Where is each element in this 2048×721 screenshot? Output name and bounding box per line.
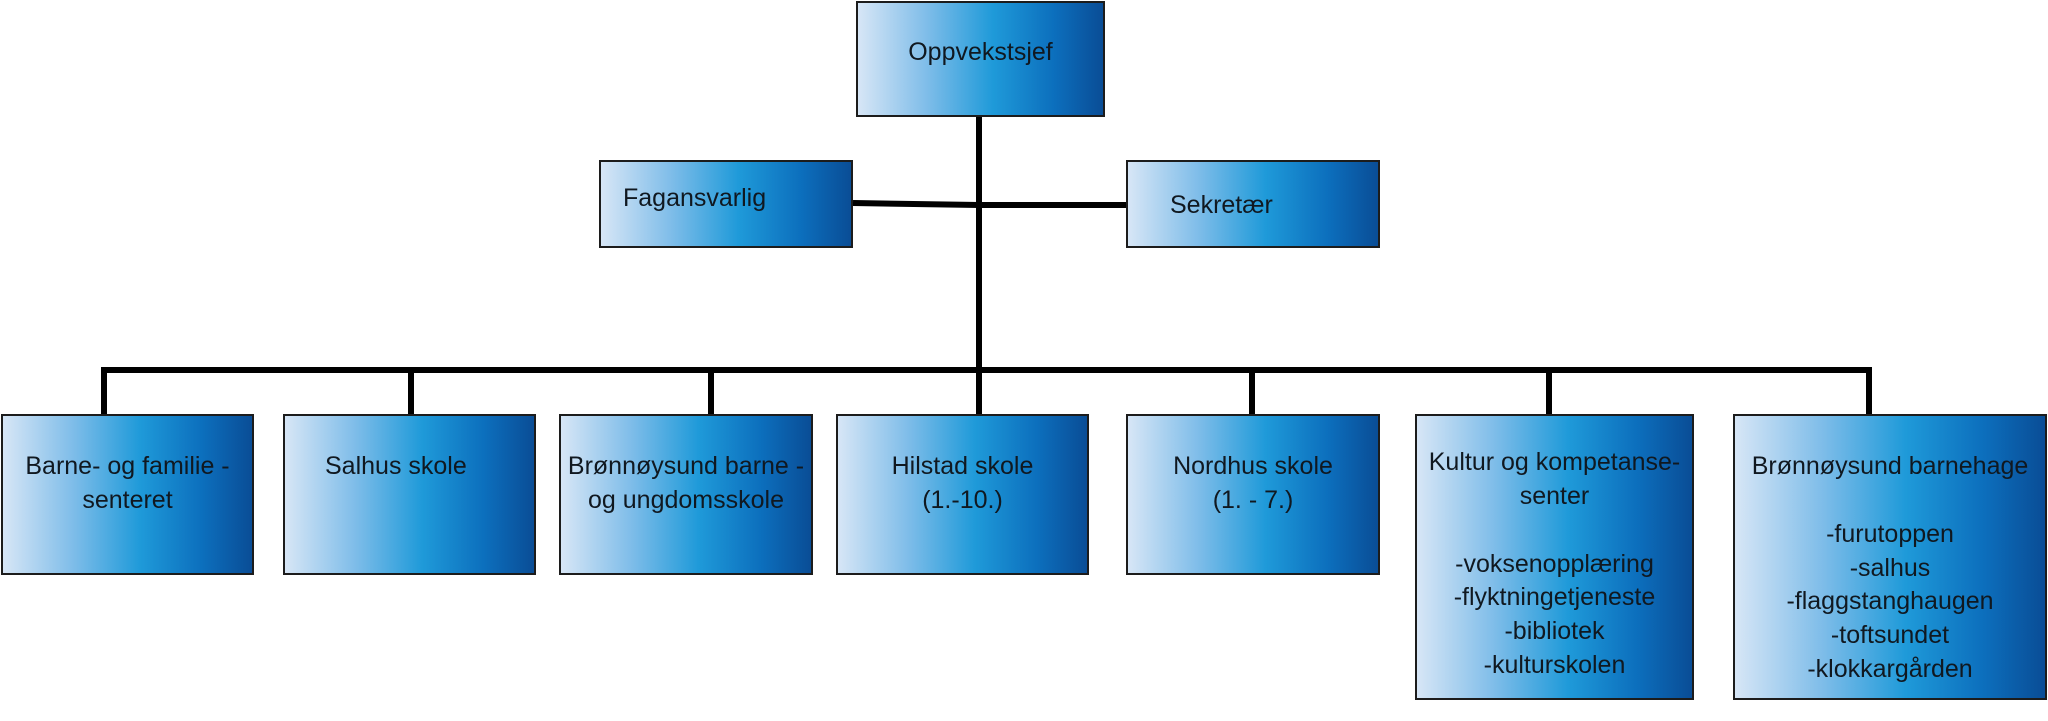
org-node-label: Brønnøysund barnehage [1751,452,2029,480]
org-node-subitem: -voksenopplæring [1455,549,1654,578]
org-node-staff-1: Fagansvarlig [599,160,853,248]
org-node-label: Sekretær [1170,191,1273,219]
org-node-staff-2: Sekretær [1126,160,1380,248]
org-node-subitem: -flaggstanghaugen [1786,587,1994,616]
org-node-subitem: -toftsundet [1830,621,1950,649]
org-node-unit-6: Kultur og kompetanse- senter -voksenoppl… [1415,414,1694,700]
org-node-unit-1: Barne- og familie - senteret [1,414,254,575]
org-node-label: Fagansvarlig [623,184,767,212]
org-node-root: Oppvekstsjef [856,1,1105,117]
org-node-subitem: -kulturskolen [1483,650,1626,679]
org-node-label: Barne- og familie - [25,452,230,480]
org-node-subitem: -salhus [1849,553,1931,582]
org-node-label: senteret [82,485,173,514]
org-node-subitem: -bibliotek [1504,617,1605,645]
org-node-unit-4: Hilstad skole (1.-10.) [836,414,1089,575]
org-node-subitem: -furutoppen [1826,519,1954,548]
org-node-label: (1.-10.) [922,485,1003,514]
connector-staff-left [852,200,980,208]
org-node-label: senter [1519,481,1590,510]
org-node-label: Nordhus skole [1173,452,1333,480]
org-node-label: Oppvekstsjef [908,38,1053,66]
org-node-label: Kultur og kompetanse- [1428,448,1681,476]
org-node-subitem: -klokkargården [1807,654,1973,683]
org-node-unit-2: Salhus skole [283,414,536,575]
org-node-subitem: -flyktningetjeneste [1453,583,1656,612]
org-node-label: Hilstad skole [891,452,1034,480]
org-node-unit-5: Nordhus skole (1. - 7.) [1126,414,1380,575]
org-node-unit-7: Brønnøysund barnehage -furutoppen -salhu… [1733,414,2047,700]
org-node-label: og ungdomsskole [588,485,784,514]
org-node-label: (1. - 7.) [1212,485,1294,514]
org-node-label: Brønnøysund barne - [567,452,805,480]
org-node-label: Salhus skole [325,452,467,480]
org-node-unit-3: Brønnøysund barne - og ungdomsskole [559,414,813,575]
